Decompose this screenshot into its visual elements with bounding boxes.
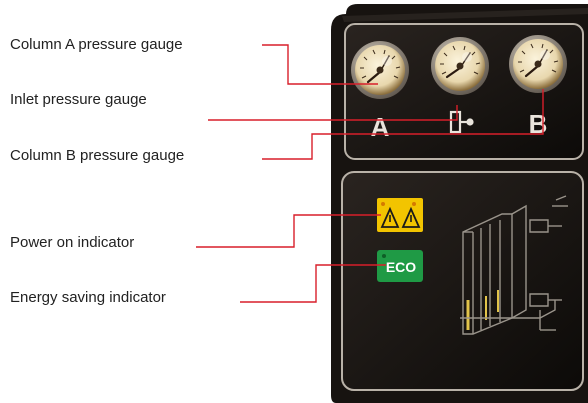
energy-saving-indicator-label: Energy saving indicator	[10, 289, 166, 306]
column-a-pressure-gauge-label: Column A pressure gauge	[10, 36, 183, 53]
leader-line-energy-saving	[240, 264, 386, 303]
generator-schematic-icon	[460, 195, 568, 335]
inlet-pressure-gauge	[431, 37, 489, 95]
leader-line-column-a	[262, 44, 378, 85]
leader-lines	[196, 44, 544, 303]
gauge-a-letter: A	[371, 112, 390, 142]
warning-triangle-icon	[401, 206, 421, 228]
warning-triangle-icon	[380, 206, 400, 228]
inlet-pressure-gauge-label: Inlet pressure gauge	[10, 91, 147, 108]
eco-label: ECO	[386, 259, 416, 275]
column-b-pressure-gauge-label: Column B pressure gauge	[10, 147, 185, 164]
energy-saving-indicator: ECO	[377, 250, 423, 282]
power-on-indicator-label: Power on indicator	[10, 234, 135, 251]
inlet-symbol-icon	[449, 110, 474, 134]
leader-line-column-b	[262, 89, 544, 160]
leader-line-power-on	[196, 214, 381, 248]
leader-line-inlet	[208, 105, 458, 121]
column-a-pressure-gauge	[351, 41, 409, 99]
column-b-pressure-gauge	[509, 35, 567, 93]
power-on-indicator	[377, 198, 423, 232]
